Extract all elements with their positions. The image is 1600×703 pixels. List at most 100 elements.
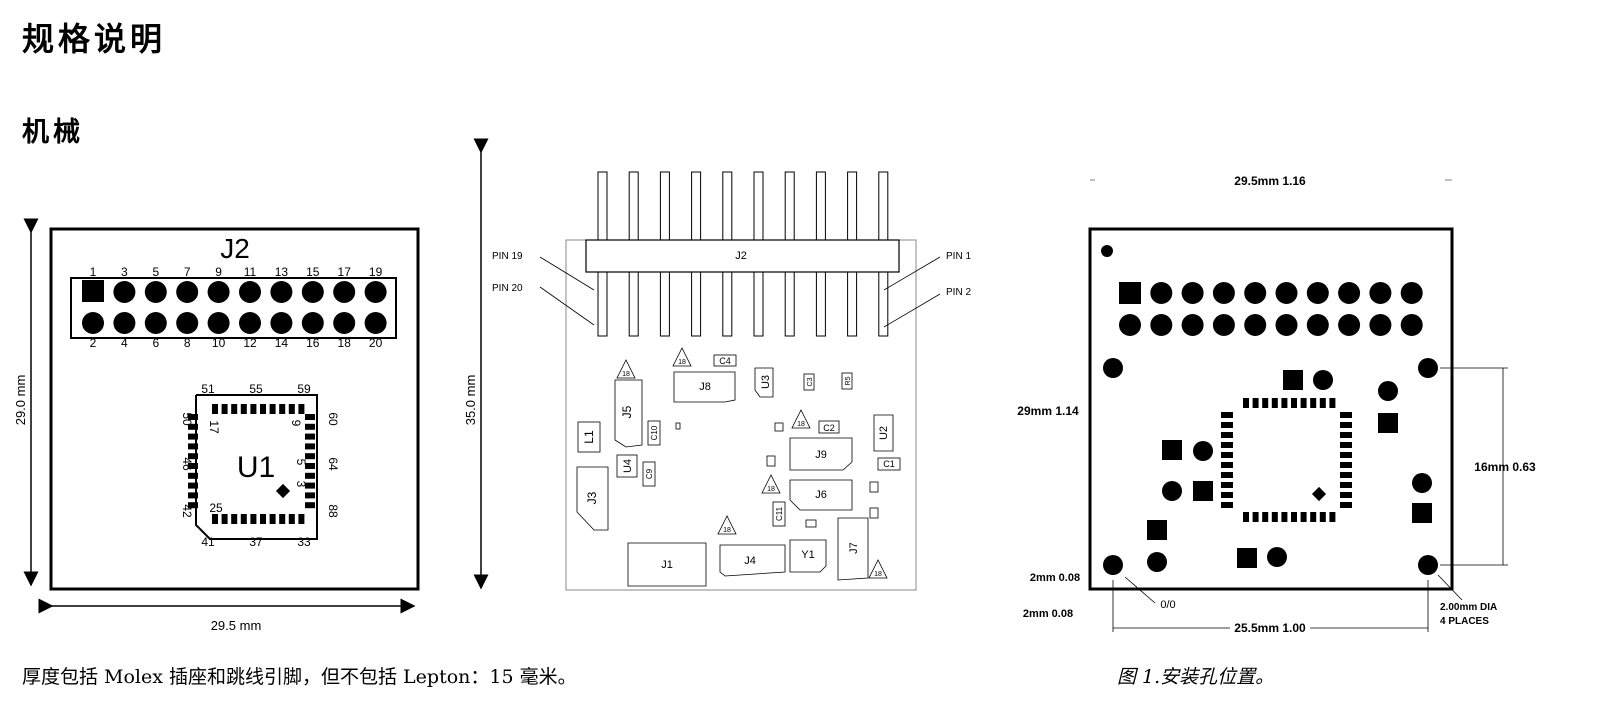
height-dim-label: 35.0 mm (463, 375, 478, 426)
svg-text:5: 5 (294, 459, 308, 466)
svg-text:18: 18 (723, 527, 731, 534)
pin-label: 14 (275, 336, 289, 350)
header-pins (597, 171, 889, 337)
svg-text:Y1: Y1 (801, 549, 814, 561)
svg-text:J7: J7 (848, 542, 860, 554)
j2-pad-1 (82, 280, 104, 302)
svg-text:C9: C9 (645, 468, 654, 479)
j2-pin-group (82, 280, 387, 334)
svg-text:C11: C11 (775, 506, 784, 521)
svg-text:50: 50 (180, 412, 194, 426)
center-board-drawing: J2 PIN 19 PIN 20 PIN 1 PIN 2 35.0 mm (463, 138, 971, 591)
j2-pad (113, 281, 136, 303)
svg-text:25: 25 (209, 501, 223, 515)
svg-text:L1: L1 (582, 430, 596, 444)
svg-text:33: 33 (297, 535, 311, 549)
j2-pad (270, 281, 293, 303)
pin-label: 2 (90, 336, 97, 350)
svg-text:U2: U2 (878, 426, 890, 440)
height-dim-label: 29.0 mm (13, 375, 28, 426)
board-outline (49, 227, 420, 591)
u1-pads (188, 404, 315, 524)
thickness-caption: 厚度包括 Molex 插座和跳线引脚，但不包括 Lepton：15 毫米。 (22, 666, 577, 688)
right-chip-pads (1221, 398, 1352, 522)
pin-label: 3 (121, 265, 128, 279)
svg-text:J6: J6 (815, 489, 827, 501)
pin-label: 10 (212, 336, 226, 350)
j2-pad (270, 312, 293, 334)
j2-pad (301, 281, 324, 303)
svg-text:C2: C2 (823, 423, 835, 433)
pin-label: 9 (215, 265, 222, 279)
triangle-marks (616, 347, 888, 579)
svg-text:2mm 0.08: 2mm 0.08 (1030, 572, 1080, 584)
j2-pad (207, 281, 230, 303)
j2-pad (144, 281, 167, 303)
j2-pad (176, 312, 199, 334)
pin-label: 12 (243, 336, 257, 350)
svg-text:55: 55 (249, 382, 263, 396)
pin-label: 20 (369, 336, 383, 350)
pin-label: 1 (90, 265, 97, 279)
svg-text:51: 51 (201, 382, 215, 396)
svg-text:J9: J9 (815, 449, 827, 461)
board-outline (1088, 227, 1454, 591)
u1-label: U1 (237, 451, 275, 484)
svg-text:J5: J5 (620, 405, 634, 418)
svg-text:9: 9 (289, 420, 303, 427)
j2-header-outline (70, 277, 397, 339)
components (576, 354, 901, 587)
svg-text:J2: J2 (735, 250, 747, 262)
svg-text:18: 18 (678, 359, 686, 366)
svg-text:3: 3 (294, 481, 308, 488)
svg-text:18: 18 (767, 486, 775, 493)
pin-label: 4 (121, 336, 128, 350)
j2-pad (333, 312, 356, 334)
svg-text:18: 18 (797, 421, 805, 428)
j2-pad (207, 312, 230, 334)
j2-housing (585, 239, 900, 273)
svg-text:PIN 19: PIN 19 (492, 251, 523, 262)
svg-text:J1: J1 (661, 559, 673, 571)
pin-label: 18 (338, 336, 352, 350)
left-dim-label: 29mm 1.14 (1017, 404, 1079, 418)
j2-pad (82, 312, 104, 334)
svg-text:18: 18 (622, 371, 630, 378)
right-mounting-drawing: 29.5mm 1.16 29mm 1.14 16mm 0.63 2mm 0.08… (1017, 172, 1536, 635)
right-header-pads (1119, 282, 1423, 336)
svg-text:PIN 20: PIN 20 (492, 283, 523, 294)
figure-caption: 图 1.安装孔位置。 (1117, 666, 1275, 688)
svg-text:J8: J8 (699, 381, 711, 393)
right-dim-label: 16mm 0.63 (1474, 460, 1536, 474)
svg-text:41: 41 (201, 535, 215, 549)
section-title: 机械 (22, 117, 84, 148)
svg-text:J4: J4 (744, 555, 756, 567)
svg-text:C4: C4 (719, 356, 731, 366)
svg-text:64: 64 (326, 457, 340, 471)
j2-pad (364, 312, 387, 334)
svg-text:U3: U3 (760, 375, 772, 389)
pin-label: 17 (338, 265, 352, 279)
svg-text:60: 60 (326, 412, 340, 426)
pin-label: 19 (369, 265, 383, 279)
j2-pad (239, 281, 261, 303)
svg-text:U4: U4 (622, 459, 634, 473)
svg-text:PIN 1: PIN 1 (946, 251, 971, 262)
j2-pad (113, 312, 136, 334)
top-dim-label: 29.5mm 1.16 (1234, 174, 1306, 188)
j2-pad (176, 281, 199, 303)
svg-text:PIN 2: PIN 2 (946, 287, 971, 298)
j2-pad (333, 281, 356, 303)
svg-text:0/0: 0/0 (1160, 599, 1175, 611)
svg-text:2mm 0.08: 2mm 0.08 (1023, 608, 1073, 620)
pin-label: 15 (306, 265, 320, 279)
width-dim-label: 29.5 mm (211, 618, 262, 633)
pin-label: 13 (275, 265, 289, 279)
svg-text:2.00mm DIA: 2.00mm DIA (1440, 602, 1497, 613)
j2-pad (364, 281, 387, 303)
svg-text:C10: C10 (650, 425, 659, 440)
svg-text:46: 46 (180, 457, 194, 471)
